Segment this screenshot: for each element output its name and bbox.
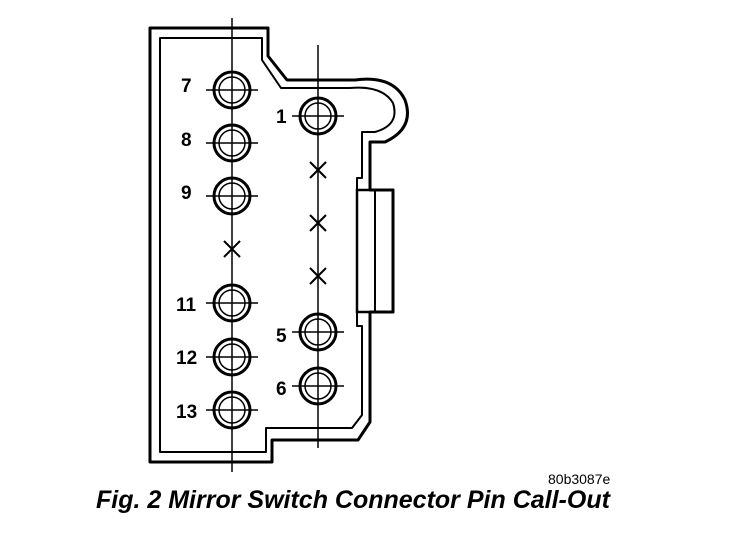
empty-cavity-right-2: [309, 161, 327, 179]
pin-7: [206, 70, 258, 110]
reference-code: 80b3087e: [548, 471, 611, 487]
pin-9: [206, 176, 258, 216]
pin-label-6: 6: [276, 379, 287, 400]
pin-label-12: 12: [176, 348, 197, 369]
pin-label-1: 1: [276, 107, 287, 128]
pin-label-11: 11: [176, 295, 197, 316]
pin-12: [206, 337, 258, 377]
empty-cavity-right-4: [309, 267, 327, 285]
figure-caption: Fig. 2 Mirror Switch Connector Pin Call-…: [96, 486, 610, 514]
pin-6: [292, 366, 344, 406]
connector-housing-inner: [159, 37, 396, 453]
empty-cavity-right-3: [309, 214, 327, 232]
pin-label-7: 7: [181, 76, 192, 97]
connector-housing-outer: [148, 26, 409, 464]
empty-cavity-left-10: [223, 240, 241, 258]
pin-label-5: 5: [276, 326, 287, 347]
pin-label-9: 9: [181, 183, 192, 204]
pin-11: [206, 283, 258, 323]
pin-label-13: 13: [176, 402, 197, 423]
pin-13: [206, 390, 258, 430]
pin-5: [292, 312, 344, 352]
pin-1: [292, 96, 344, 136]
pin-label-8: 8: [181, 130, 192, 151]
pin-8: [206, 123, 258, 163]
